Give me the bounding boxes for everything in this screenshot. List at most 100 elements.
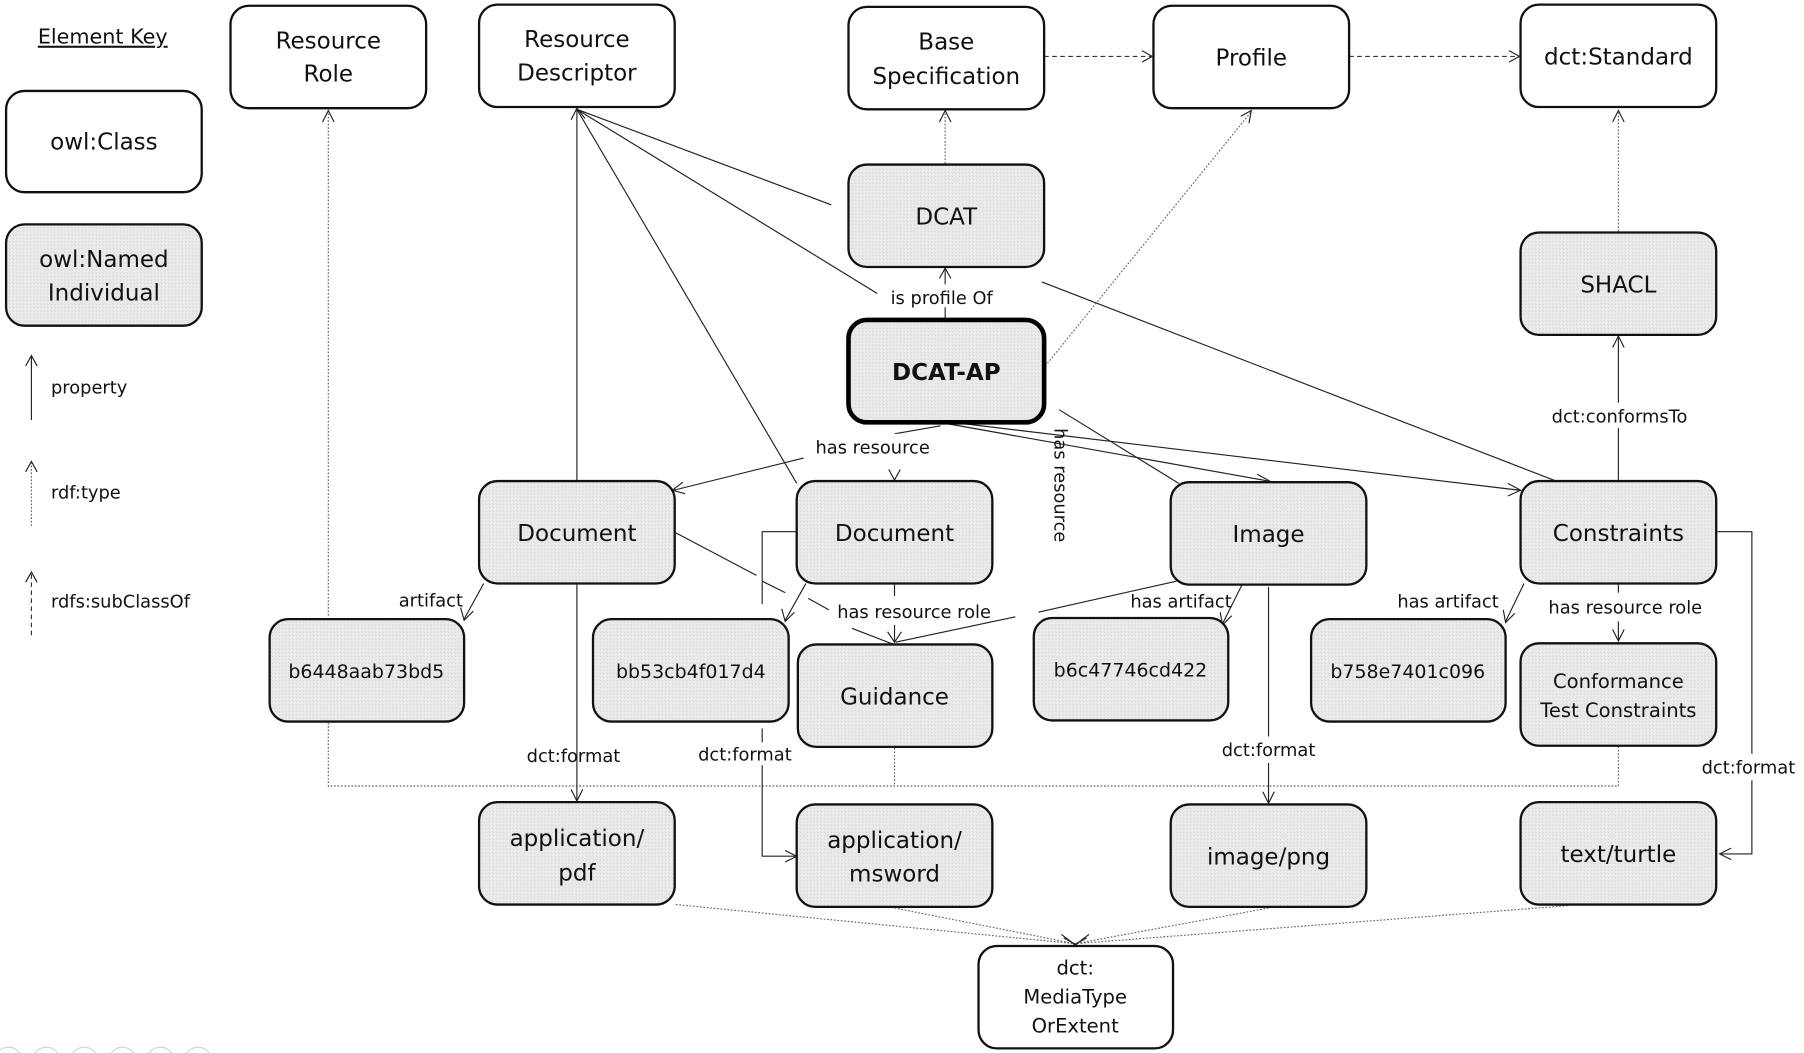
key-class-label: owl:Class	[50, 130, 158, 156]
edge-hasresource-stub	[894, 425, 941, 435]
arrow-down-icon	[888, 469, 901, 482]
key-class-shape	[4, 89, 203, 194]
edge-msword-type-media	[894, 907, 1076, 945]
node-label: OrExtent	[1032, 1014, 1119, 1037]
node-text-turtle[interactable]: text/turtle	[1519, 800, 1718, 906]
node-label: Test Constraints	[1539, 699, 1696, 722]
node-shacl[interactable]: SHACL	[1519, 231, 1718, 337]
label-format-png: dct:format	[1222, 740, 1316, 761]
key-subclass-label: rdfs:subClassOf	[51, 592, 191, 613]
edge-pdf-type-media	[675, 903, 1076, 945]
key-individual-shape	[4, 223, 203, 327]
node-constraints[interactable]: Constraints	[1519, 479, 1718, 585]
node-label: Role	[304, 62, 354, 88]
edge-document1-role-c	[807, 597, 830, 611]
key-property-label: property	[51, 378, 128, 399]
toolbar-icon[interactable]	[109, 1046, 137, 1053]
toolbar-icon[interactable]	[184, 1046, 212, 1053]
label-has-artifact-constraints: has artifact	[1397, 592, 1498, 613]
toolbar-icon[interactable]	[71, 1046, 99, 1053]
edge-constraints-format-a	[1717, 531, 1753, 754]
node-label: SHACL	[1580, 272, 1656, 298]
node-document-1[interactable]: Document	[477, 479, 676, 585]
arrow-icon	[1502, 609, 1516, 624]
node-application-pdf[interactable]: application/ pdf	[477, 800, 676, 906]
edge-image-role-a	[1038, 580, 1177, 613]
toolbar-icon[interactable]	[0, 1046, 22, 1053]
label-has-artifact-image: has artifact	[1130, 592, 1231, 613]
edge-dcatap-image-diag	[1058, 409, 1180, 484]
node-label: bb53cb4f017d4	[616, 661, 766, 683]
node-label: Descriptor	[517, 61, 637, 87]
node-artifact-b758e[interactable]: b758e7401c096	[1309, 617, 1507, 723]
node-dcat-ap[interactable]: DCAT-AP	[846, 317, 1047, 425]
toolbar-icon[interactable]	[33, 1046, 61, 1053]
edge-turtle-type-media	[1075, 905, 1568, 945]
node-label: Guidance	[840, 684, 949, 710]
node-image-png[interactable]: image/png	[1169, 803, 1368, 908]
node-label: Image	[1233, 522, 1305, 548]
edge-document1-role-a	[675, 532, 757, 576]
edge-dcat-type-descriptor	[576, 108, 832, 206]
node-application-msword[interactable]: application/ msword	[795, 803, 994, 908]
node-resource-descriptor[interactable]: Resource Descriptor	[477, 3, 676, 109]
node-conformance-test-constraints[interactable]: Conformance Test Constraints	[1519, 642, 1718, 747]
edge-image-role-b	[895, 616, 1016, 643]
key-individual-box: owl:Named Individual	[4, 223, 203, 327]
arrow-down-icon	[887, 631, 902, 644]
edge-dcatap-type-descriptor	[576, 108, 878, 294]
arrow-icon	[460, 607, 474, 622]
edge-dcatap-hasresource-document1	[673, 457, 804, 491]
node-dct-mediatype[interactable]: dct: MediaType OrExtent	[977, 944, 1175, 1050]
node-label: application/	[510, 826, 645, 852]
node-label: Constraints	[1553, 521, 1684, 547]
node-label: Conformance	[1553, 670, 1684, 693]
label-conforms-to: dct:conformsTo	[1552, 406, 1688, 427]
node-dct-standard[interactable]: dct:Standard	[1519, 3, 1718, 109]
key-subclass-edge: rdfs:subClassOf	[25, 570, 191, 636]
node-guidance[interactable]: Guidance	[796, 643, 994, 749]
footer-toolbar	[0, 1046, 212, 1053]
label-format-msword: dct:format	[698, 745, 792, 766]
edge-constraints-artifact	[1505, 583, 1525, 622]
node-label: application/	[827, 828, 962, 854]
node-artifact-bb53c[interactable]: bb53cb4f017d4	[591, 617, 790, 723]
key-individual-label-2: Individual	[48, 280, 160, 306]
node-artifact-b6c47[interactable]: b6c47746cd422	[1032, 616, 1230, 722]
nodes: Resource Role Resource Descriptor Base S…	[229, 3, 1718, 1050]
node-label: MediaType	[1023, 986, 1127, 1009]
node-profile[interactable]: Profile	[1152, 4, 1351, 110]
node-label: msword	[849, 862, 940, 888]
arrow-up-icon	[25, 354, 38, 367]
label-has-resource-role-mid: has resource role	[837, 602, 991, 623]
node-artifact-b6448[interactable]: b6448aab73bd5	[268, 617, 466, 723]
arrow-up-icon	[25, 570, 38, 583]
label-artifact: artifact	[399, 590, 463, 611]
edge-document1-role-b	[761, 580, 786, 594]
label-is-profile-of: is profile Of	[891, 288, 994, 309]
edge-dcat-constraints	[1041, 281, 1563, 484]
node-label: dct:Standard	[1544, 44, 1693, 70]
arrow-right-icon	[1141, 50, 1154, 63]
label-has-resource-role-right: has resource role	[1548, 597, 1702, 618]
edge-dcatap-type-profile	[1044, 111, 1252, 367]
arrow-up-icon	[570, 107, 586, 120]
node-label: dct:	[1056, 957, 1093, 980]
key-class-box: owl:Class	[4, 89, 203, 194]
label-format-turtle: dct:format	[1702, 757, 1796, 778]
node-dcat[interactable]: DCAT	[847, 163, 1046, 269]
edge-document2-artifact	[784, 583, 807, 621]
node-document-2[interactable]: Document	[795, 479, 994, 585]
node-base-specification[interactable]: Base Specification	[847, 5, 1046, 111]
toolbar-icon[interactable]	[146, 1046, 174, 1053]
node-resource-role[interactable]: Resource Role	[229, 4, 428, 110]
key-rdftype-label: rdf:type	[51, 482, 121, 503]
node-image[interactable]: Image	[1169, 481, 1368, 586]
edge-png-type-media	[1075, 907, 1269, 945]
arrow-icon	[781, 608, 795, 623]
element-key: Element Key owl:Class owl:Named Individu…	[4, 25, 203, 636]
node-label: Base	[918, 29, 974, 55]
edge-dcatap-hasresource-image	[946, 422, 1269, 482]
node-label: Specification	[872, 64, 1020, 90]
